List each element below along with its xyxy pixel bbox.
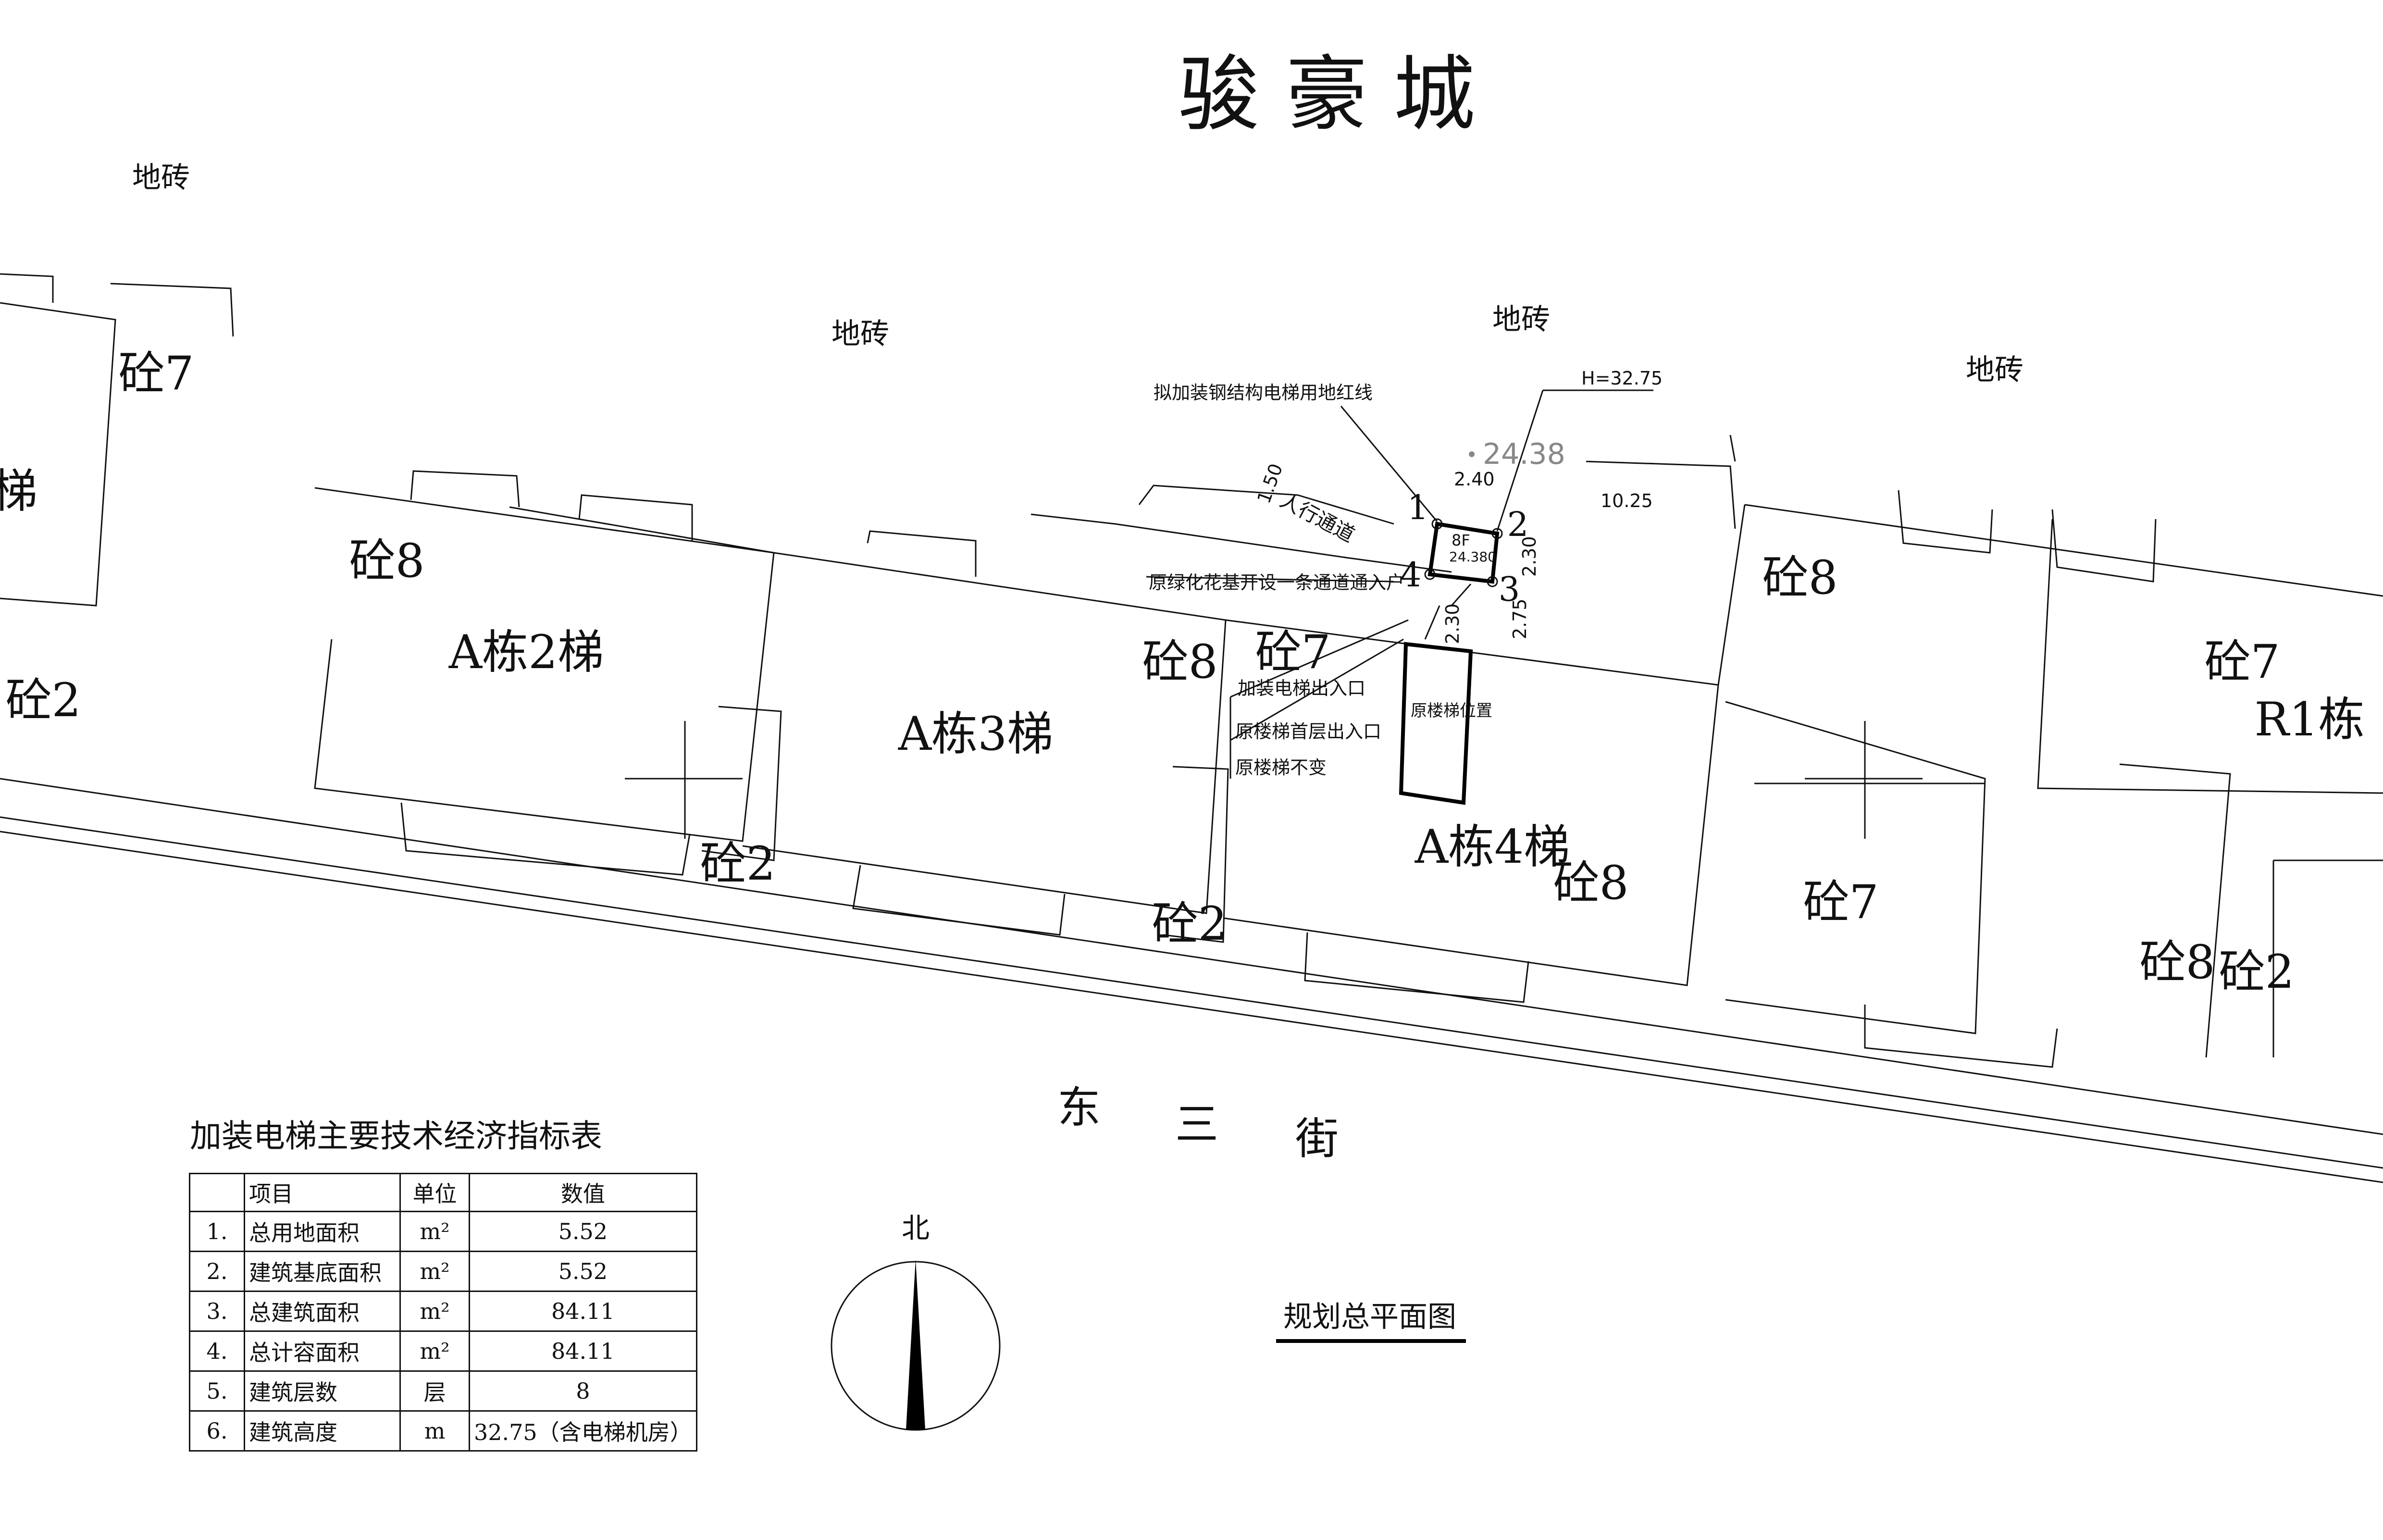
structure-label: 砼7: [118, 347, 194, 400]
building-label: 梯: [0, 464, 37, 518]
dimension-label: 2.75: [1509, 598, 1530, 639]
row-item: 建筑高度: [244, 1410, 401, 1452]
spec-table-title: 加装电梯主要技术经济指标表: [190, 1118, 602, 1155]
spec-table-row: 2. 建筑基底面积 m² 5.52: [189, 1251, 697, 1292]
row-unit: m²: [399, 1330, 470, 1372]
height-note: H=32.75: [1581, 368, 1663, 389]
structure-label: 砼2: [1152, 897, 1227, 951]
ground-label: 地砖: [132, 161, 190, 195]
row-value: 8: [469, 1370, 697, 1412]
dimension-label: 10.25: [1601, 490, 1653, 511]
header-cell: 数值: [469, 1173, 697, 1212]
row-unit: m²: [399, 1291, 470, 1332]
greenbed-note: 原绿化花基开设一条通道通入户: [1149, 572, 1404, 593]
building-label: A栋4梯: [1415, 820, 1570, 874]
stair-position-note: 原楼梯位置: [1411, 701, 1492, 720]
corner-point: 2: [1507, 505, 1529, 544]
ground-label: 地砖: [1492, 303, 1550, 336]
structure-label: 砼7: [1803, 875, 1878, 929]
street-name-char: 三: [1175, 1099, 1218, 1150]
dimension-label: 2.40: [1454, 469, 1495, 490]
structure-label: 砼7: [2204, 635, 2280, 689]
row-number: 2.: [189, 1251, 245, 1292]
row-unit: m²: [399, 1251, 470, 1292]
row-item: 建筑基底面积: [244, 1251, 401, 1292]
row-item: 总建筑面积: [244, 1291, 401, 1332]
header-cell: [189, 1173, 245, 1212]
row-value: 84.11: [469, 1291, 697, 1332]
row-unit: m: [399, 1410, 470, 1452]
stair-unchanged-note: 原楼梯不变: [1235, 757, 1327, 778]
row-item: 总计容面积: [244, 1330, 401, 1372]
row-number: 1.: [189, 1211, 245, 1252]
structure-label: 砼2: [5, 673, 81, 727]
row-unit: 层: [399, 1370, 470, 1412]
floor-count: 8F: [1452, 531, 1470, 549]
street-name-char: 街: [1295, 1114, 1339, 1164]
structure-label: 砼2: [2219, 945, 2294, 999]
structure-label: 砼8: [2139, 935, 2215, 989]
stair-exit-note: 原楼梯首层出入口: [1235, 721, 1381, 742]
row-value: 5.52: [469, 1211, 697, 1252]
elevation-dot: [1469, 451, 1475, 457]
row-value: 84.11: [469, 1330, 697, 1372]
row-number: 6.: [189, 1410, 245, 1452]
header-cell: 项目: [244, 1173, 401, 1212]
corner-point: 3: [1499, 570, 1520, 609]
spec-table-row: 3. 总建筑面积 m² 84.11: [189, 1291, 697, 1332]
spec-table-row: 5. 建筑层数 层 8: [189, 1370, 697, 1412]
building-label: R1栋: [2254, 693, 2364, 746]
row-number: 3.: [189, 1291, 245, 1332]
row-value: 32.75（含电梯机房）: [469, 1410, 697, 1452]
dimension-label: 2.30: [1519, 536, 1540, 577]
spec-table-row: 6. 建筑高度 m 32.75（含电梯机房）: [189, 1410, 697, 1452]
elevator-elevation: 24.380: [1449, 549, 1496, 565]
spec-table-row: 1. 总用地面积 m² 5.52: [189, 1211, 697, 1252]
spec-table-row: 4. 总计容面积 m² 84.11: [189, 1330, 697, 1372]
structure-label: 砼8: [1762, 551, 1837, 605]
corner-point: 4: [1400, 555, 1422, 595]
spec-table-header: 项目 单位 数值: [189, 1173, 697, 1212]
elevator-exit-note: 加装电梯出入口: [1238, 678, 1365, 699]
row-item: 建筑层数: [244, 1370, 401, 1412]
drawing-title: 规划总平面图: [1283, 1300, 1456, 1334]
grid-crosses: [625, 721, 1923, 839]
building-label: A栋3梯: [898, 707, 1053, 761]
project-title: 骏 豪 城: [1178, 47, 1475, 142]
ground-label: 地砖: [832, 317, 889, 351]
street-edges: [0, 778, 2383, 1183]
row-unit: m²: [399, 1211, 470, 1252]
structure-label: 砼8: [1142, 635, 1217, 689]
pedestrian-path-label: 人行通道: [1276, 488, 1358, 547]
north-label: 北: [902, 1212, 930, 1244]
dimension-label: 2.30: [1442, 603, 1463, 644]
ground-label: 地砖: [1966, 353, 2023, 387]
building-label: A栋2梯: [448, 625, 604, 679]
elevation-mark: 24.38: [1483, 437, 1565, 471]
corner-point: 1: [1407, 488, 1429, 527]
spec-table: 项目 单位 数值 1. 总用地面积 m² 5.52 2. 建筑基底面积 m² 5…: [189, 1173, 697, 1452]
elevator-footprint: [1399, 518, 1503, 805]
row-number: 4.: [189, 1330, 245, 1372]
structure-label: 砼2: [700, 837, 775, 891]
red-line-note: 拟加装钢结构电梯用地红线: [1154, 382, 1373, 403]
street-name-char: 东: [1057, 1082, 1101, 1133]
row-number: 5.: [189, 1370, 245, 1412]
header-cell: 单位: [399, 1173, 470, 1212]
row-item: 总用地面积: [244, 1211, 401, 1252]
north-arrow: [831, 1259, 1001, 1431]
building-outlines: [0, 273, 2383, 1068]
structure-label: 砼7: [1255, 625, 1330, 679]
structure-label: 砼8: [1553, 856, 1628, 910]
structure-label: 砼8: [349, 534, 424, 588]
leader-lines: [1146, 389, 1653, 779]
row-value: 5.52: [469, 1251, 697, 1292]
